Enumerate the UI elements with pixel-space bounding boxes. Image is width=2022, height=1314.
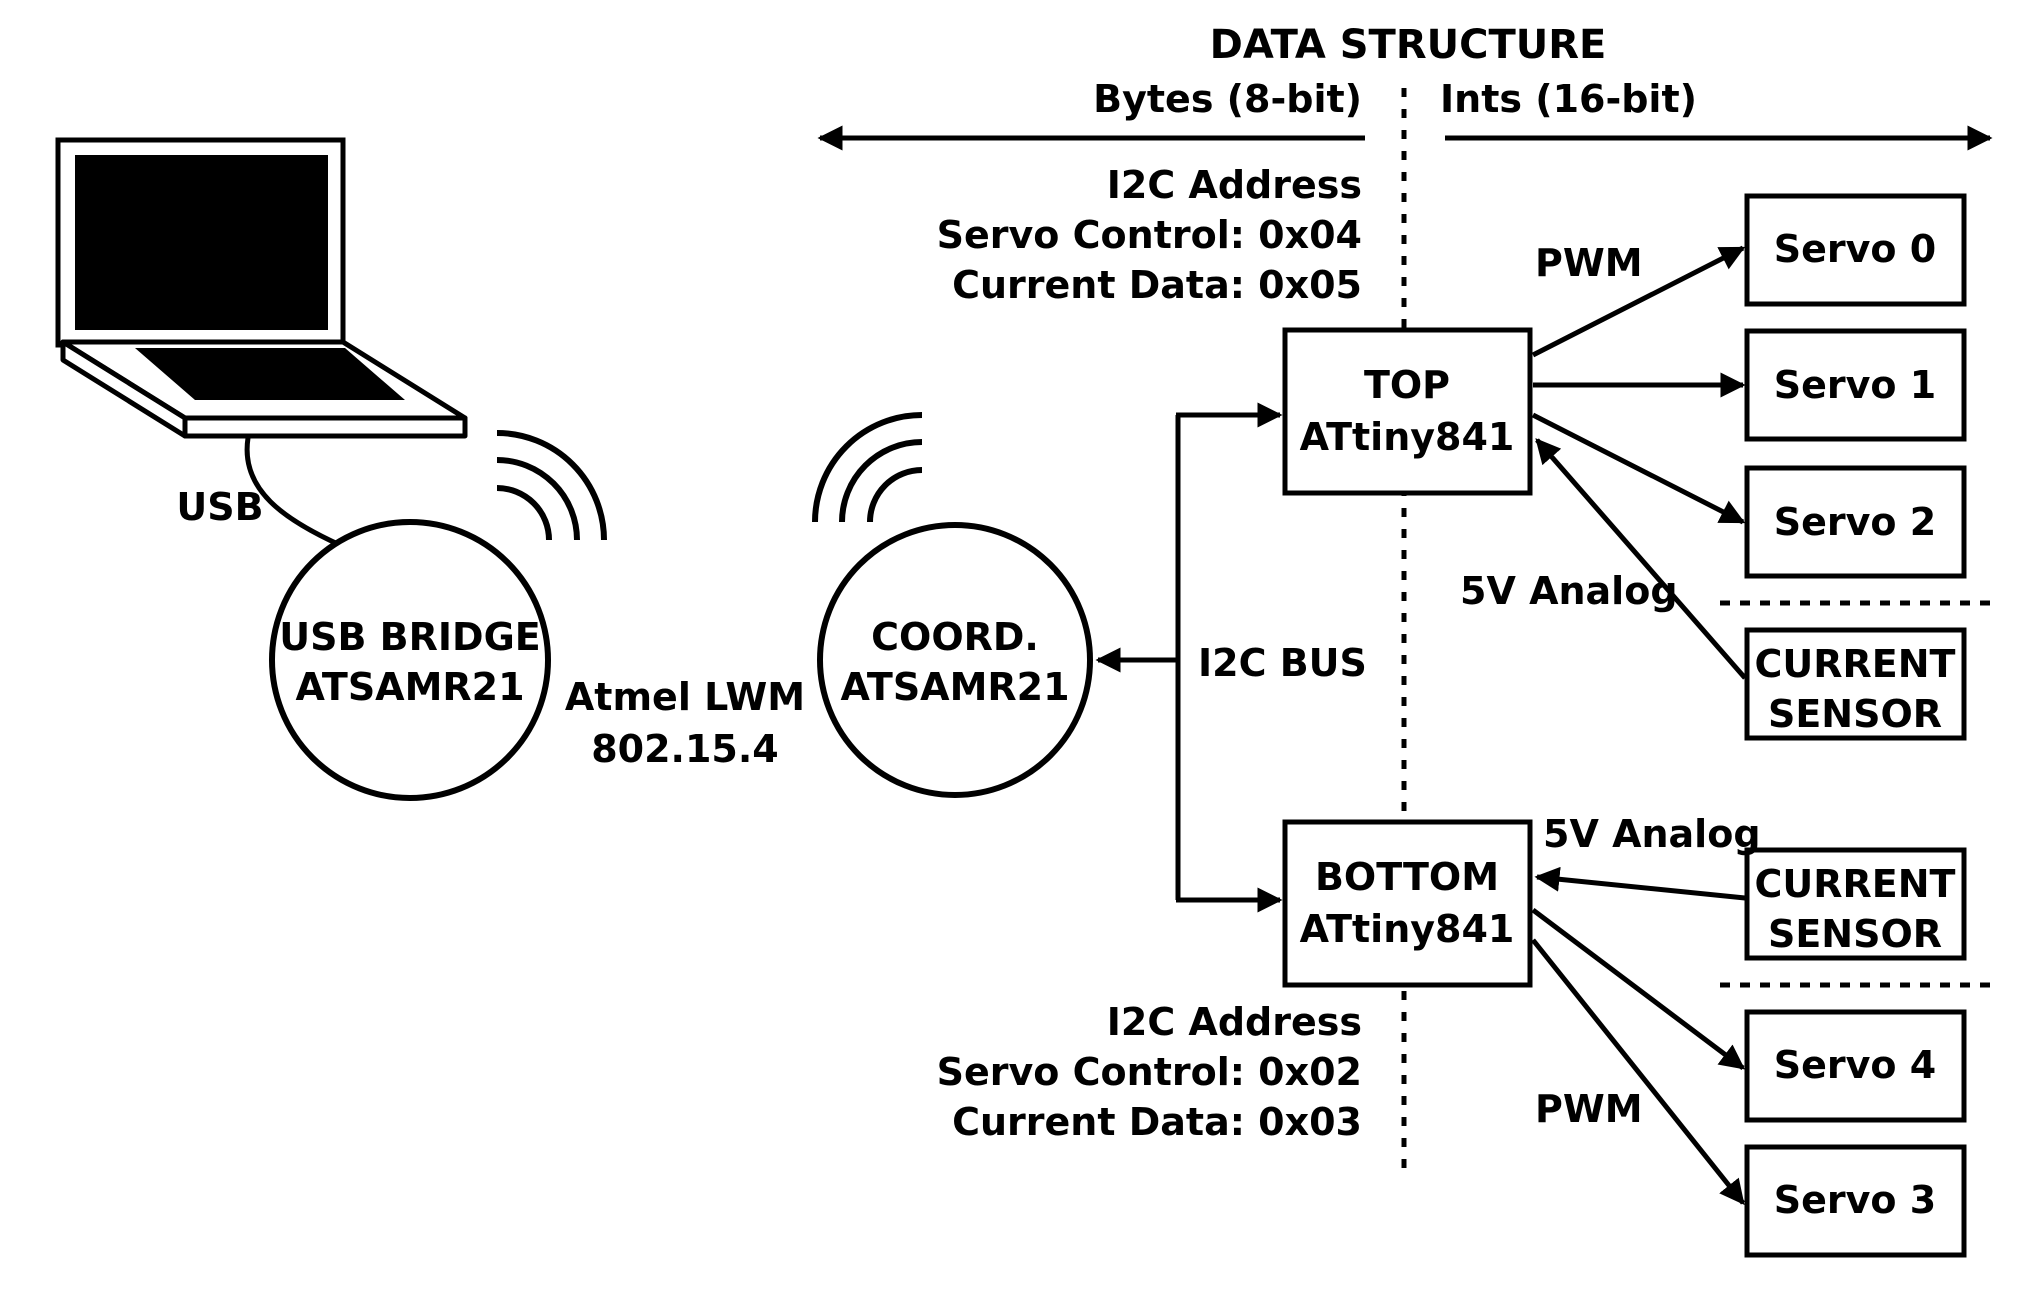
- usb-bridge-line2: ATSAMR21: [295, 665, 524, 709]
- servo-1-label: Servo 1: [1774, 363, 1936, 407]
- pwm-top-label: PWM: [1535, 241, 1643, 285]
- coordinator-line2: ATSAMR21: [840, 665, 1069, 709]
- top-i2c-address-heading: I2C Address: [1107, 163, 1362, 207]
- usb-bridge-line1: USB BRIDGE: [279, 615, 540, 659]
- bottom-servo-control-address: Servo Control: 0x02: [937, 1050, 1362, 1094]
- pwm-arrow-servo-0: [1531, 245, 1746, 358]
- analog-bottom-label: 5V Analog: [1543, 812, 1761, 856]
- servo-4-box: Servo 4: [1744, 1009, 1967, 1123]
- diagram-title: DATA STRUCTURE: [1210, 22, 1607, 68]
- coordinator-node: COORD. ATSAMR21: [817, 522, 1093, 798]
- bottom-i2c-address-heading: I2C Address: [1107, 1000, 1362, 1044]
- top-servo-control-address: Servo Control: 0x04: [937, 213, 1362, 257]
- bottom-mcu-line2: ATtiny841: [1300, 907, 1515, 951]
- current-sensor-bottom-line1: CURRENT: [1755, 862, 1956, 906]
- usb-label: USB: [176, 485, 263, 529]
- analog-arrow-bottom: [1534, 866, 1746, 901]
- wireless-signal-icon: [812, 412, 923, 523]
- coordinator-line1: COORD.: [871, 615, 1039, 659]
- bottom-current-data-address: Current Data: 0x03: [952, 1100, 1362, 1144]
- servo-3-box: Servo 3: [1744, 1144, 1967, 1258]
- radio-protocol-label: Atmel LWM: [565, 675, 805, 719]
- bottom-mcu-box: BOTTOM ATtiny841: [1282, 819, 1533, 988]
- servo-4-label: Servo 4: [1774, 1043, 1936, 1087]
- current-sensor-top-line2: SENSOR: [1768, 692, 1942, 736]
- current-sensor-bottom-box: CURRENT SENSOR: [1744, 847, 1967, 961]
- analog-top-label: 5V Analog: [1460, 569, 1678, 613]
- usb-bridge-node: USB BRIDGE ATSAMR21: [269, 519, 551, 801]
- current-sensor-bottom-line2: SENSOR: [1768, 912, 1942, 956]
- servo-1-box: Servo 1: [1744, 328, 1967, 442]
- analog-arrow-top: [1535, 438, 1747, 680]
- servo-0-box: Servo 0: [1744, 193, 1967, 307]
- top-mcu-box: TOP ATtiny841: [1282, 327, 1533, 496]
- servo-3-label: Servo 3: [1774, 1178, 1936, 1222]
- servo-2-label: Servo 2: [1774, 500, 1936, 544]
- top-mcu-line2: ATtiny841: [1300, 415, 1515, 459]
- usb-cable: [244, 437, 342, 548]
- i2c-bus-label: I2C BUS: [1198, 641, 1367, 685]
- pwm-arrow-servo-4: [1531, 908, 1745, 1070]
- servo-2-box: Servo 2: [1744, 465, 1967, 579]
- current-sensor-top-box: CURRENT SENSOR: [1744, 627, 1967, 741]
- radio-standard-label: 802.15.4: [591, 727, 779, 771]
- bottom-mcu-line1: BOTTOM: [1315, 855, 1499, 899]
- current-sensor-top-line1: CURRENT: [1755, 642, 1956, 686]
- wireless-signal-icon: [496, 430, 607, 541]
- top-mcu-line1: TOP: [1364, 363, 1450, 407]
- pwm-bottom-label: PWM: [1535, 1087, 1643, 1131]
- bytes-label: Bytes (8-bit): [1093, 77, 1362, 121]
- pwm-arrow-servo-3: [1531, 938, 1745, 1205]
- pwm-arrow-servo-2: [1531, 412, 1746, 525]
- laptop-icon: [55, 137, 468, 439]
- servo-0-label: Servo 0: [1774, 227, 1936, 271]
- top-current-data-address: Current Data: 0x05: [952, 263, 1362, 307]
- ints-label: Ints (16-bit): [1440, 77, 1697, 121]
